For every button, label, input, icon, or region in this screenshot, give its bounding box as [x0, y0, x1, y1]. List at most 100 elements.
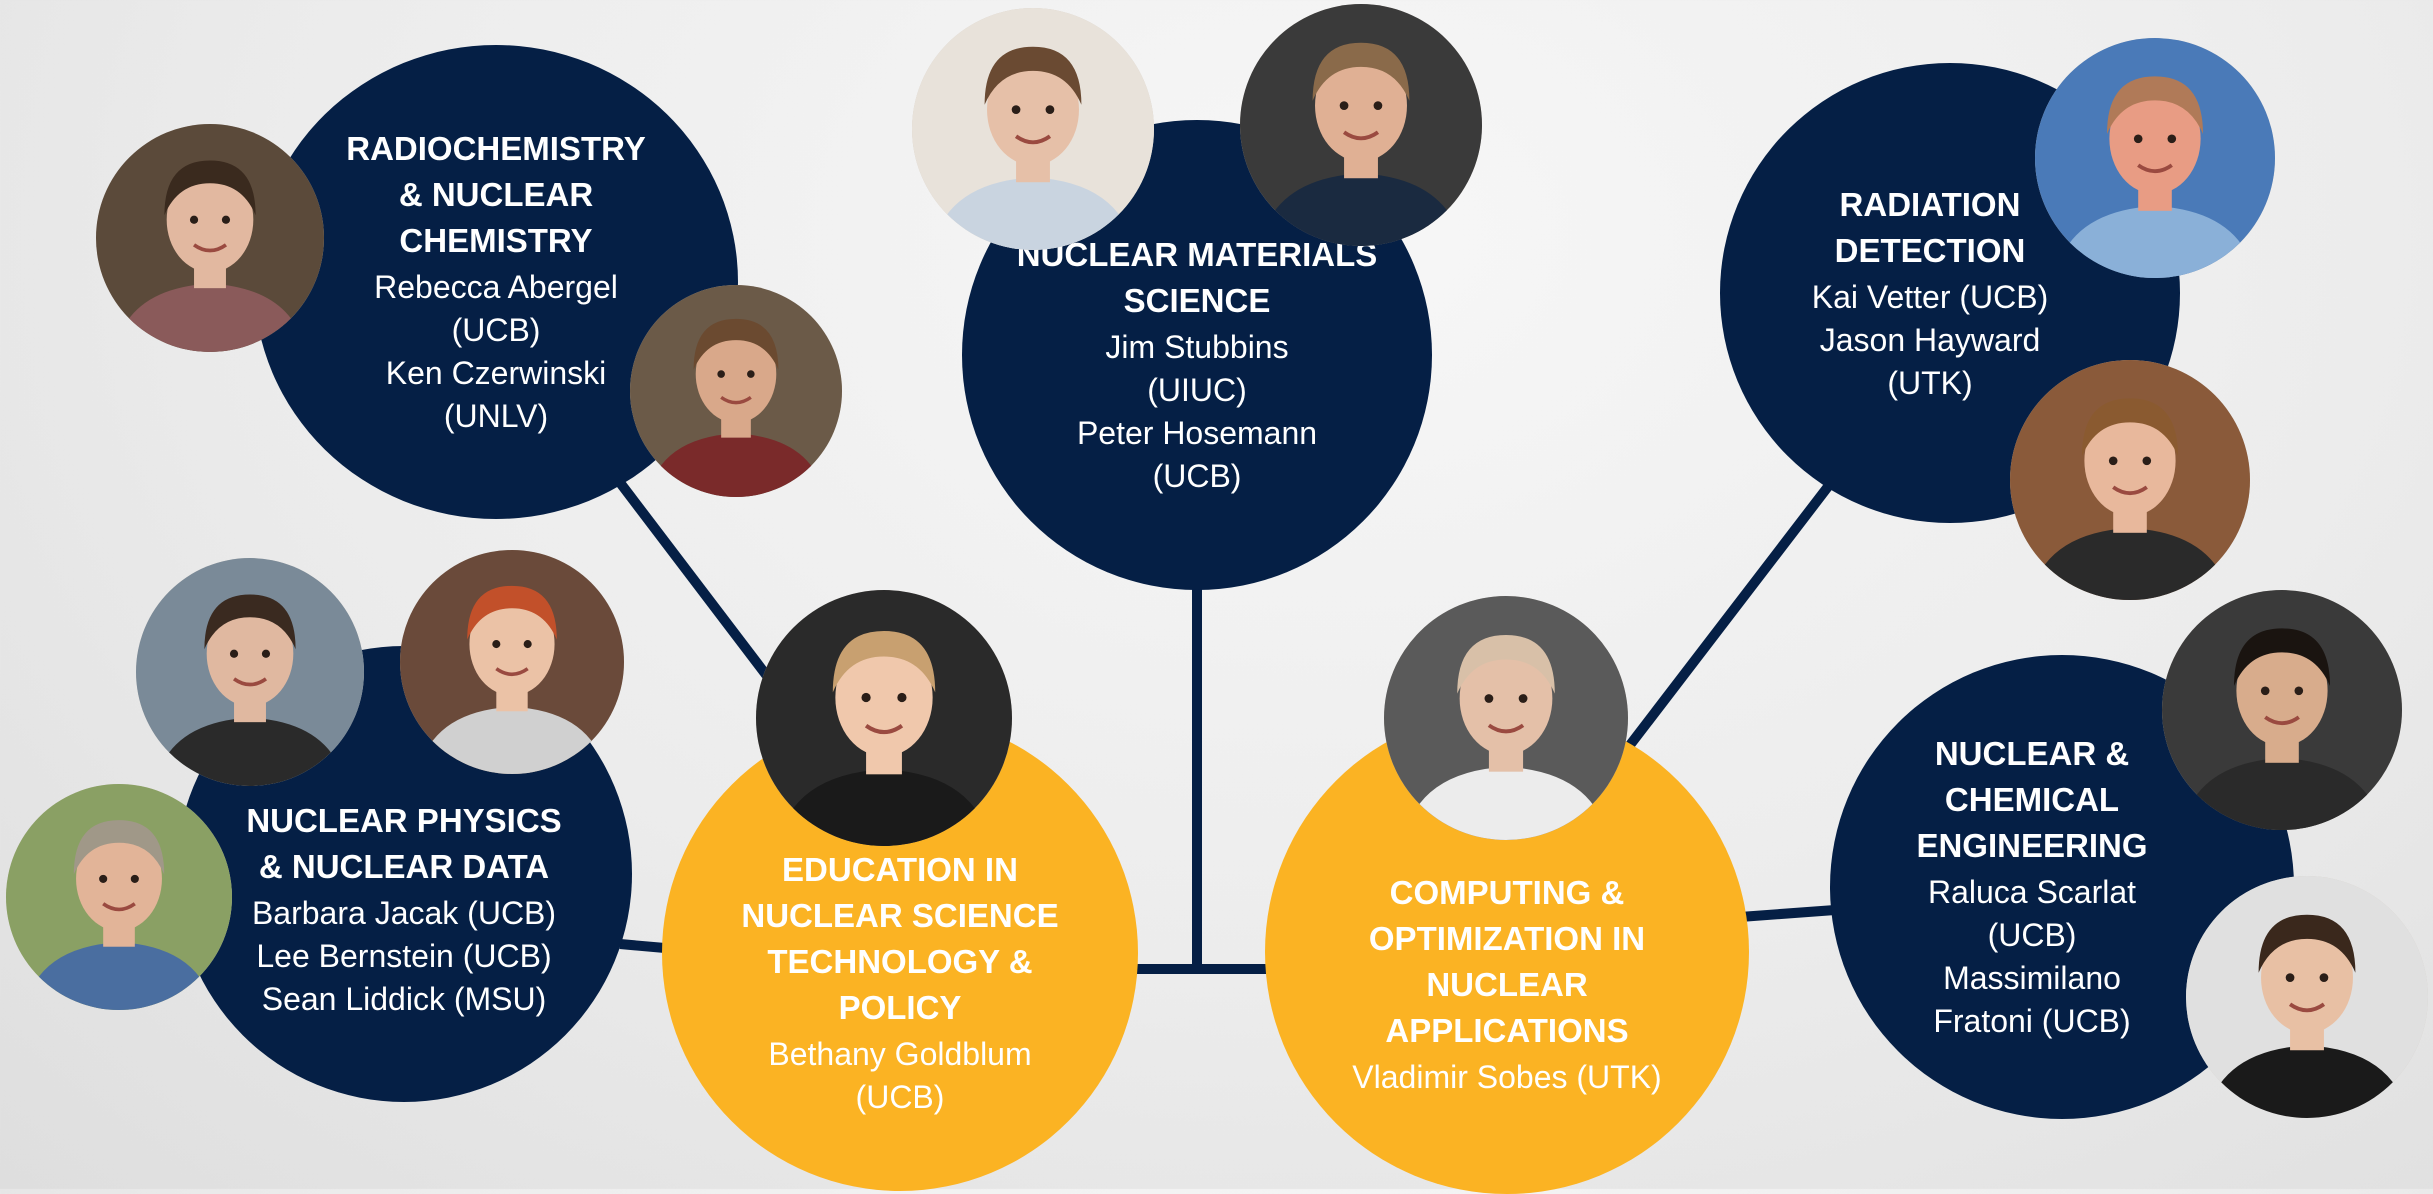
portrait-face [2261, 921, 2353, 1034]
portrait-eye-left [717, 370, 725, 378]
portrait-face [206, 601, 294, 707]
portrait-eye-right [2167, 134, 2177, 144]
portrait-eye-left [492, 640, 501, 649]
computing-names: Vladimir Sobes (UTK) [1352, 1059, 1662, 1095]
engineering-title: NUCLEAR & CHEMICAL ENGINEERING [1916, 735, 2148, 864]
portrait-icon [2162, 590, 2402, 830]
portrait-mouth [2137, 163, 2173, 174]
radiochemistry-title: RADIOCHEMISTRY & NUCLEAR CHEMISTRY [346, 130, 646, 259]
portrait-mouth [102, 902, 136, 912]
portrait-hair [1312, 42, 1410, 101]
portrait-eye-left [861, 692, 871, 703]
portrait-icon [2186, 876, 2428, 1118]
photo-scarlat [2162, 590, 2402, 830]
portrait-icon [6, 784, 232, 1010]
radiochemistry-names: Rebecca Abergel (UCB) Ken Czerwinski (UN… [374, 269, 618, 434]
photo-fratoni [2186, 876, 2428, 1118]
portrait-mouth [2112, 485, 2148, 496]
portrait-eye-right [1518, 694, 1528, 703]
portrait-eye-right [261, 649, 271, 658]
portrait-hair [73, 820, 165, 875]
portrait-eye-right [523, 640, 532, 649]
portrait-eye-left [1484, 694, 1494, 703]
portrait-hair [984, 46, 1082, 105]
portrait-icon [2035, 38, 2275, 278]
portrait-eye-right [747, 370, 755, 378]
computing-title: COMPUTING & OPTIMIZATION IN NUCLEAR APPL… [1368, 874, 1646, 1049]
portrait-eye-right [2142, 456, 2152, 466]
portrait-shoulders [1259, 173, 1463, 246]
portrait-shoulders [2205, 1045, 2409, 1118]
portrait-face [2109, 83, 2201, 194]
portrait-hair [2234, 628, 2330, 686]
portrait-eye-right [1045, 105, 1055, 114]
portrait-eye-left [229, 649, 239, 658]
portrait-eye-right [1373, 101, 1383, 110]
portrait-shoulders [776, 769, 992, 846]
portrait-hair [2082, 398, 2178, 456]
portrait-hair [693, 318, 779, 370]
portrait-eye-left [2260, 686, 2270, 696]
portrait-shoulders [2054, 206, 2256, 278]
photo-bernstein [400, 550, 624, 774]
photo-sobes [1384, 596, 1628, 840]
photo-goldblum [756, 590, 1012, 846]
detection-names: Kai Vetter (UCB) Jason Hayward (UTK) [1811, 278, 2049, 401]
portrait-face [835, 638, 933, 757]
portrait-eye-left [1339, 101, 1349, 110]
portrait-icon [630, 285, 842, 497]
portrait-shoulders [931, 177, 1135, 250]
portrait-face [695, 325, 777, 423]
photo-liddick [6, 784, 232, 1010]
portrait-shoulders [24, 942, 214, 1010]
portrait-eye-right [221, 215, 231, 224]
education-title: EDUCATION IN NUCLEAR SCIENCE TECHNOLOGY … [741, 851, 1059, 1026]
portrait-eye-left [2285, 973, 2295, 982]
portrait-eye-right [130, 874, 139, 883]
photo-czerwinski [630, 285, 842, 497]
portrait-shoulders [646, 433, 826, 497]
portrait-eye-left [1011, 105, 1021, 114]
portrait-eye-left [99, 874, 108, 883]
portrait-hair [164, 160, 256, 216]
portrait-hair [2258, 914, 2356, 973]
portrait-icon [912, 8, 1154, 250]
portrait-eye-right [897, 692, 907, 703]
portrait-face [2236, 635, 2328, 746]
photo-hayward [2010, 360, 2250, 600]
physics-connector [619, 939, 666, 953]
portrait-eye-left [189, 215, 199, 224]
portrait-face [76, 826, 162, 931]
portrait-face [2084, 405, 2176, 516]
portrait-icon [400, 550, 624, 774]
portrait-face [469, 592, 555, 696]
portrait-icon [756, 590, 1012, 846]
portrait-face [987, 53, 1079, 166]
portrait-mouth [864, 723, 904, 735]
photo-vetter [2035, 38, 2275, 278]
portrait-mouth [1487, 723, 1525, 734]
portrait-eye-left [2133, 134, 2143, 144]
portrait-mouth [1014, 134, 1052, 145]
detection-connector [1626, 480, 1834, 749]
computing-node: COMPUTING & OPTIMIZATION IN NUCLEAR APPL… [1265, 710, 1749, 1194]
portrait-icon [96, 124, 324, 352]
photo-abergel [96, 124, 324, 352]
portrait-hair [2107, 76, 2203, 134]
photo-stubbins-left [912, 8, 1154, 250]
portrait-mouth [2288, 1002, 2326, 1013]
photo-stubbins-right [1240, 4, 1482, 246]
portrait-mouth [2264, 715, 2300, 726]
portrait-shoulders [2029, 528, 2231, 600]
portrait-icon [136, 558, 364, 786]
radiochemistry-connector [614, 476, 774, 684]
portrait-mouth [192, 243, 228, 253]
portrait-mouth [720, 395, 752, 405]
portrait-hair [832, 630, 936, 693]
materials-title: NUCLEAR MATERIALS SCIENCE [1016, 236, 1378, 319]
portrait-eye-right [2319, 973, 2329, 982]
engineering-connector [1739, 905, 1836, 922]
portrait-mouth [232, 677, 268, 687]
portrait-shoulders [417, 706, 607, 774]
